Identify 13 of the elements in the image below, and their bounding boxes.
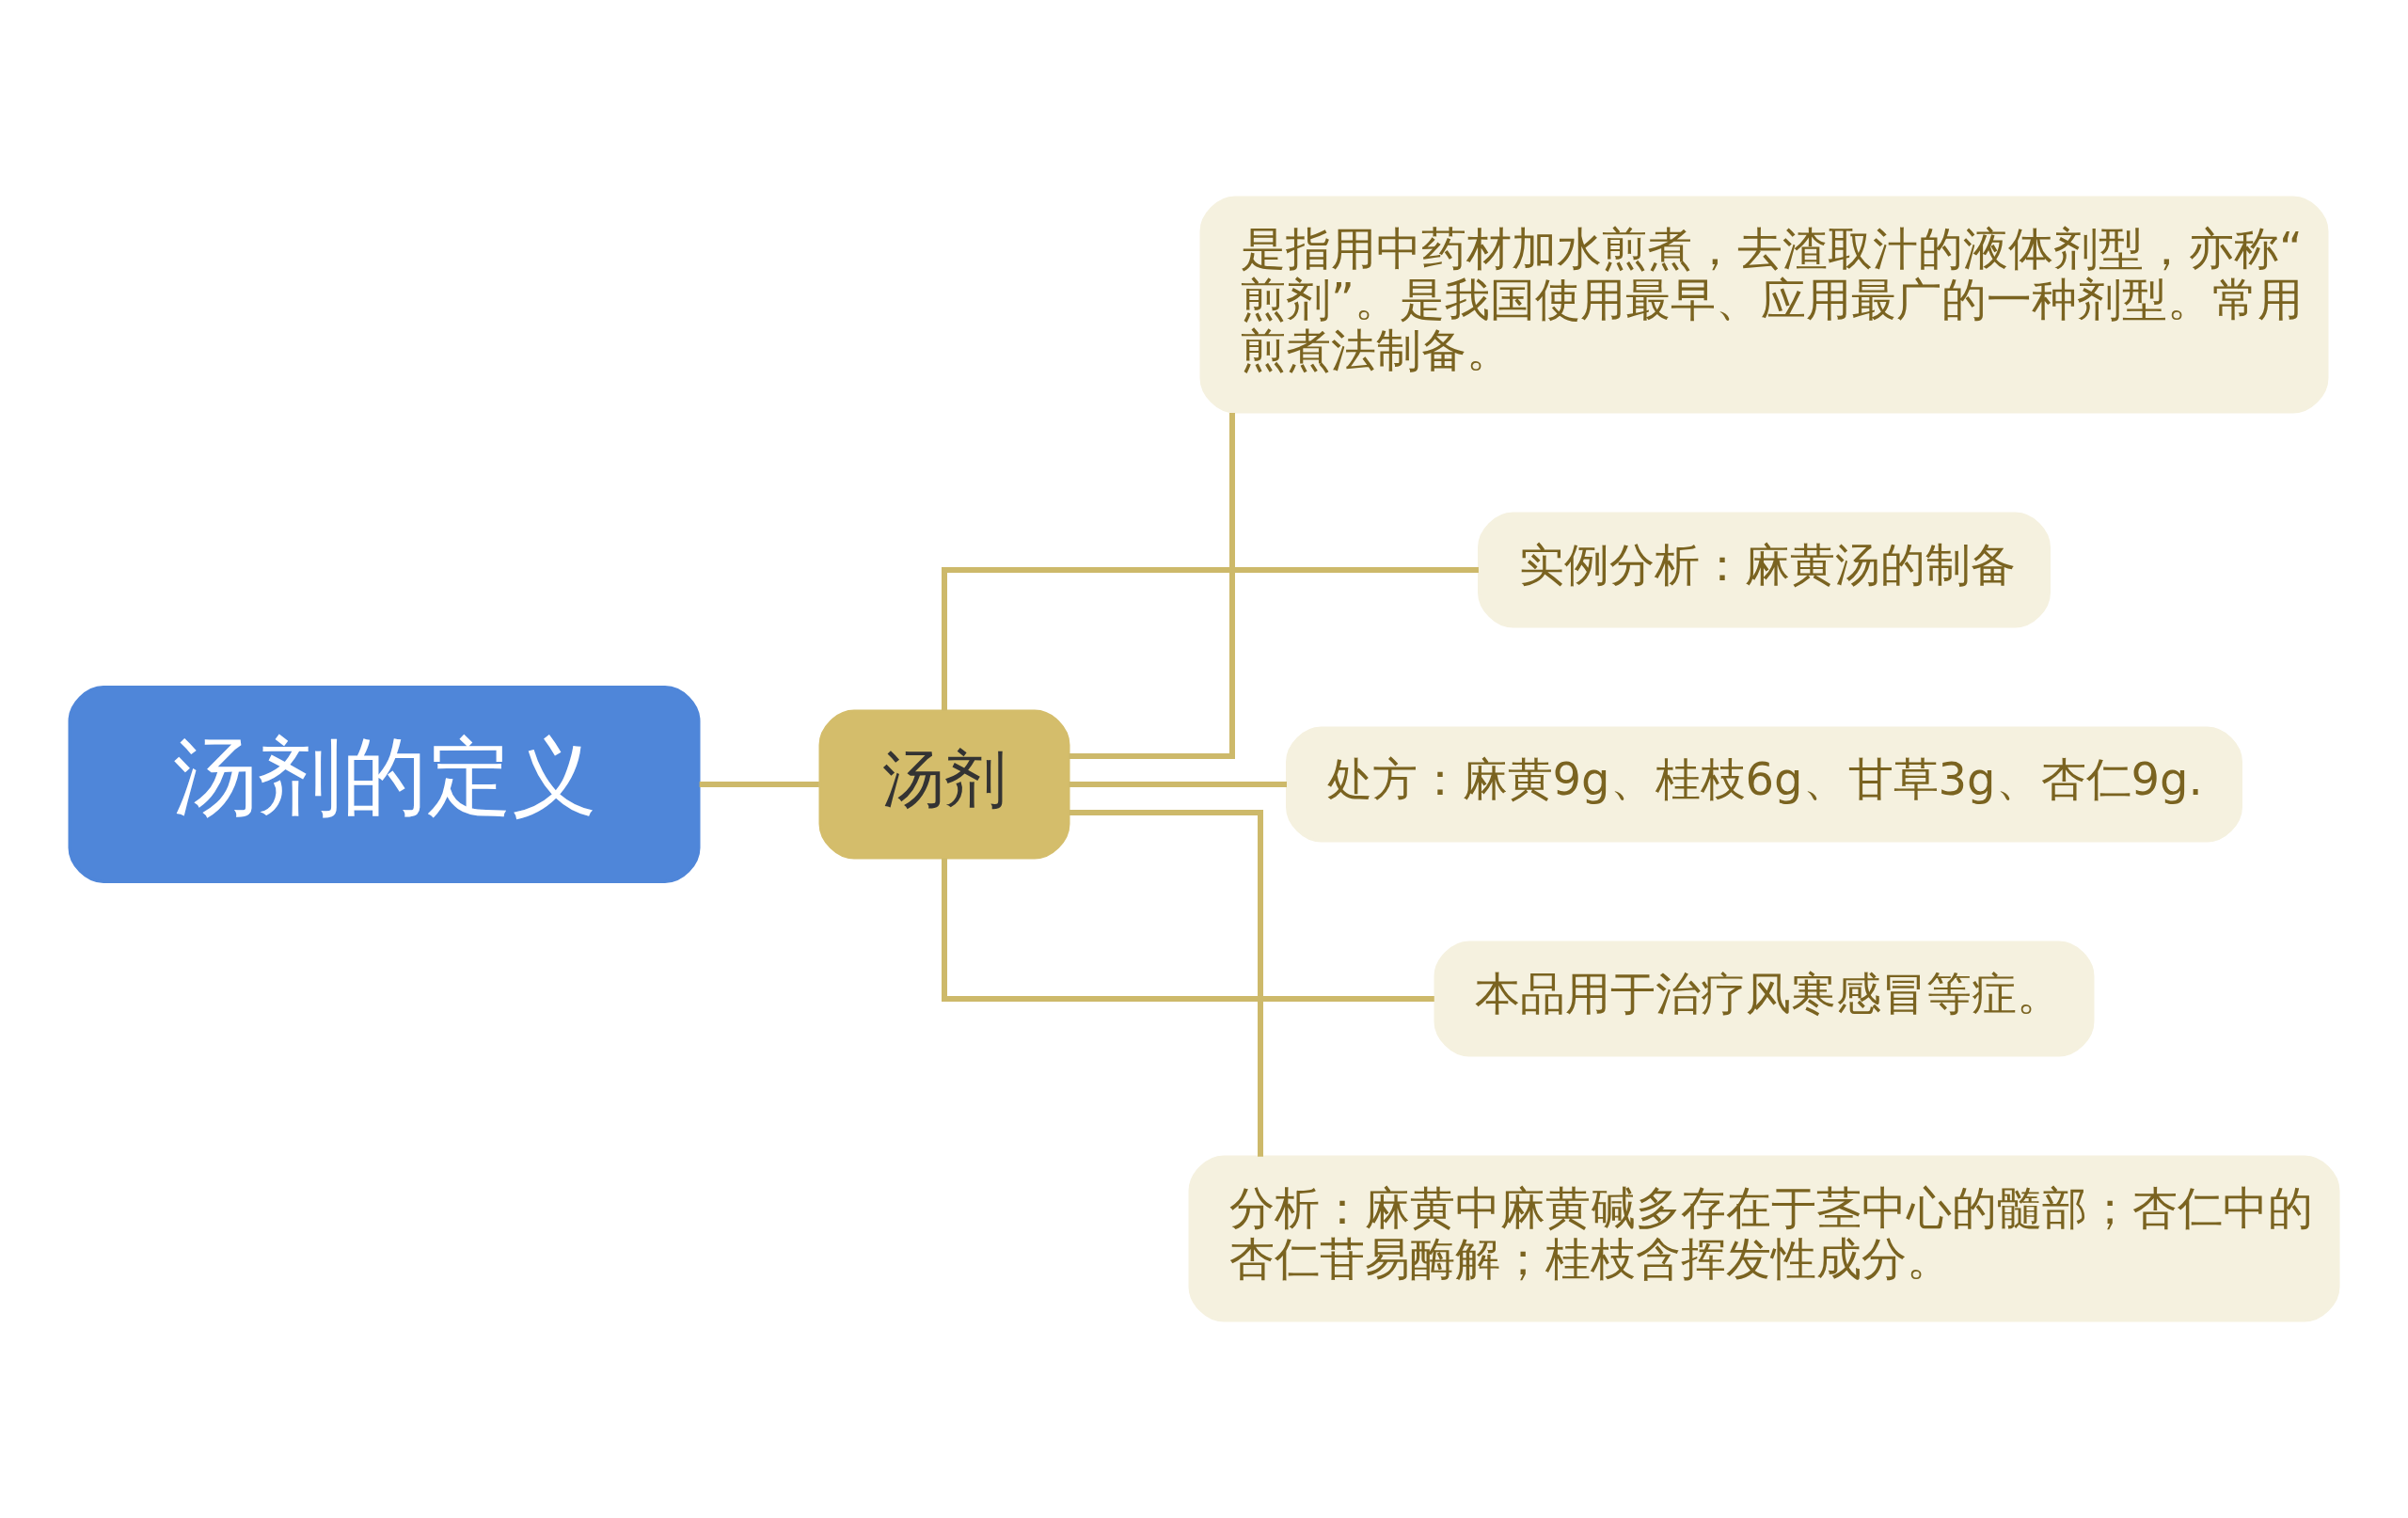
node-box: 汤剂: [818, 709, 1070, 860]
node-box: 汤剂的定义: [68, 686, 701, 883]
connector: [1069, 412, 1235, 759]
connector: [1069, 810, 1263, 1157]
connector: [942, 858, 1434, 1002]
node-box: 处方：麻黄9g、桂枝6g、甘草3g、杏仁9g.: [1286, 726, 2242, 843]
connector: [1069, 782, 1287, 787]
node-box: 实例分析：麻黄汤的制备: [1478, 512, 2051, 628]
connector: [942, 567, 1479, 711]
node-box: 本品用于治疗风寒感冒等症。: [1434, 941, 2095, 1057]
node-box: 是指用中药材加水煎煮，去渣取汁的液体剂型，亦称“煎剂”。是我国使用最早、应用最广的一种剂型。常用煎煮法制备。: [1199, 196, 2329, 414]
node-box: 分析：麻黄中麻黄碱多存在于茎中心的髓部；杏仁中的杏仁苷易酶解；桂枝含挥发性成分。: [1188, 1155, 2340, 1322]
connector: [699, 782, 819, 787]
